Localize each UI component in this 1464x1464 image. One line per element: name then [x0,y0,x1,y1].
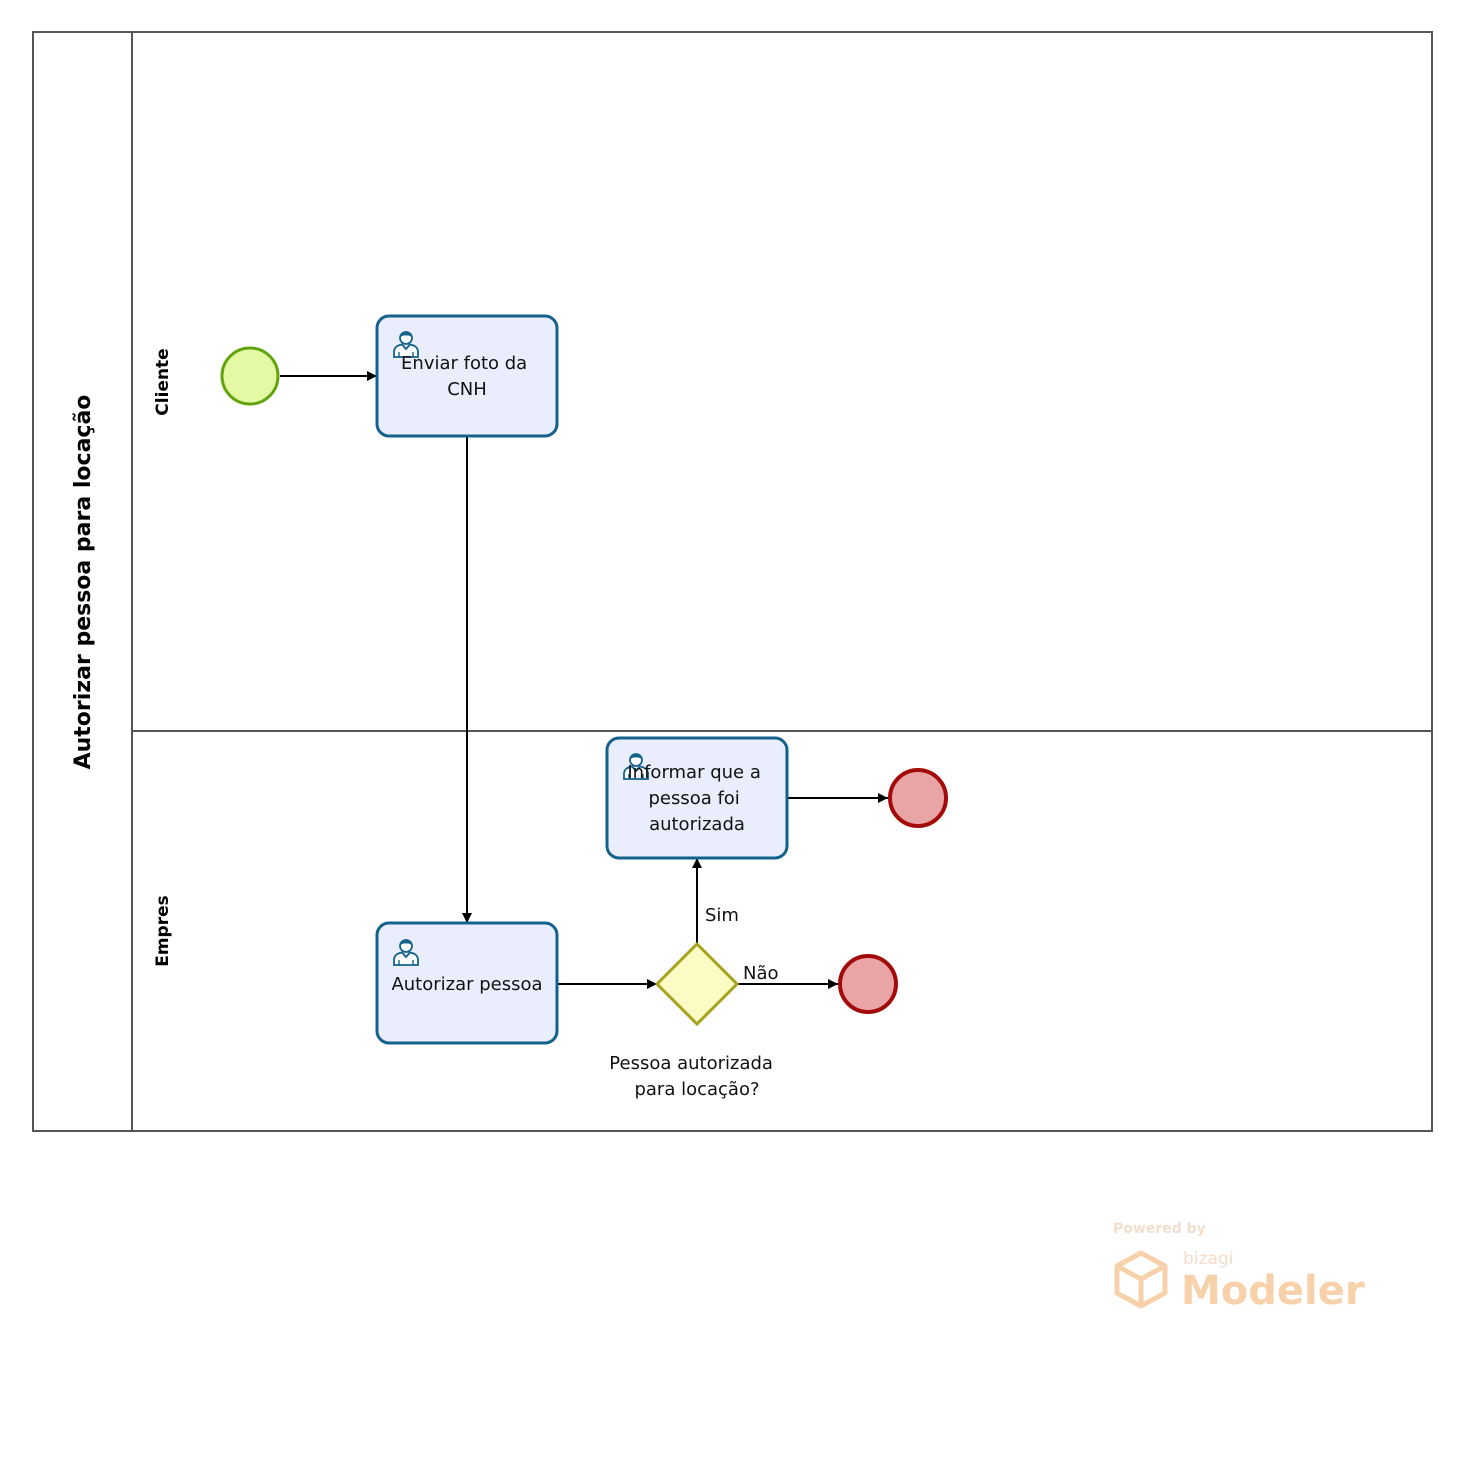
task-label-line: pessoa foi [648,788,739,809]
end-event-authorized[interactable] [888,768,948,828]
watermark-product: Modeler [1181,1268,1365,1314]
svg-text:Autorizar pessoa: Autorizar pessoa [391,974,542,995]
task-authorize[interactable]: Autorizar pessoa [375,921,559,1045]
watermark: Powered by bizagi Modeler [1113,1221,1365,1314]
svg-text:Informar que a pessoa fo: Informar que a pessoa foi autorizada [627,762,766,835]
task-send-photo[interactable]: Enviar foto da CNH [375,314,559,438]
gateway-label: Pessoa autorizada para locação? [609,1053,778,1100]
lane-empres: Empres [153,895,173,967]
lane-label-cliente: Cliente [153,348,173,415]
gateway-label-line: Pessoa autorizada [609,1053,773,1074]
gateway-label-line: para locação? [634,1079,759,1100]
pool-title: Autorizar pessoa para locação [71,395,96,770]
watermark-brand: bizagi [1183,1249,1233,1269]
watermark-powered: Powered by [1113,1221,1206,1237]
task-inform[interactable]: Informar que a pessoa foi autorizada [605,736,789,860]
flow-label-no: Não [743,963,779,984]
start-event[interactable] [220,346,280,406]
pool: Autorizar pessoa para locação [32,31,1433,1132]
lane-cliente: Cliente [132,348,1432,732]
sequence-flows [280,371,888,989]
cube-logo-icon [1114,1250,1168,1309]
task-label-line: Autorizar pessoa [391,974,542,995]
task-label-line: CNH [447,379,487,400]
svg-text:Enviar foto da CNH: Enviar foto da CNH [401,353,533,400]
task-label-line: Enviar foto da [401,353,527,374]
flow-label-yes: Sim [705,905,739,926]
task-label-line: Informar que a [627,762,761,783]
lane-label-empres: Empres [153,895,173,967]
exclusive-gateway[interactable] [654,941,740,1027]
task-label-line: autorizada [649,814,745,835]
end-event-not-authorized[interactable] [838,954,898,1014]
